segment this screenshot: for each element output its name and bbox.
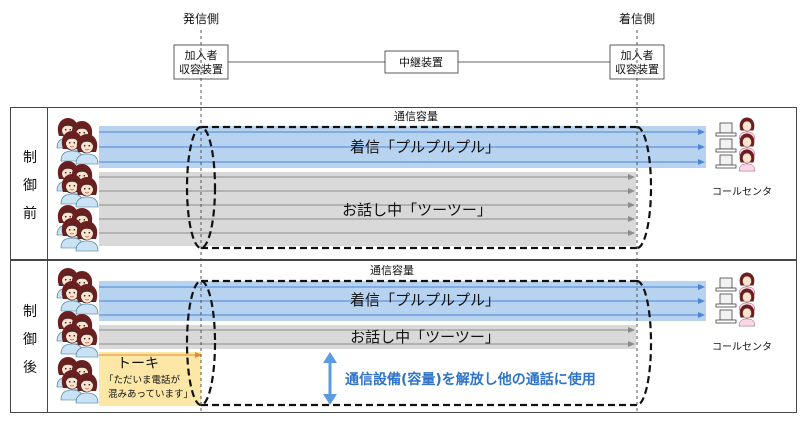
- busy-band-before: [99, 172, 636, 246]
- release-text: 通信設備(容量)を解放し他の通話に使用: [345, 371, 596, 388]
- after-panel: [10, 260, 797, 413]
- before-label-2: 御: [23, 178, 37, 194]
- capacity-label-before: 通信容量: [394, 109, 438, 123]
- relay-switch-label: 中継装置: [399, 55, 443, 69]
- after-label-2: 御: [23, 332, 37, 348]
- after-label-3: 後: [23, 360, 37, 376]
- capacity-label-after: 通信容量: [370, 263, 414, 277]
- callcenter-label-before: コールセンタ: [712, 186, 772, 198]
- busy-text-before: お話し中「ツーツー」: [342, 201, 492, 219]
- relay-switch: [384, 50, 459, 74]
- busy-band-after: [99, 325, 636, 349]
- double-arrow-icon: [323, 352, 337, 405]
- caller-group-before: [56, 117, 99, 252]
- before-label-3: 前: [23, 205, 37, 222]
- talkie-message-1: 「ただいま電話が: [104, 374, 181, 386]
- after-label-1: 制: [23, 304, 37, 320]
- busy-text-after: お話し中「ツーツー」: [350, 328, 500, 346]
- talkie-message-2: 混みあっています」: [108, 389, 193, 400]
- before-label-1: 制: [23, 150, 37, 166]
- before-panel: [10, 107, 797, 260]
- callcenter-label-after: コールセンタ: [712, 341, 772, 353]
- capacity-cylinder-after: [185, 279, 653, 407]
- talkie-title: トーキ: [117, 356, 159, 372]
- origin-side-label: 発信側: [183, 12, 219, 26]
- dest-side-label: 着信側: [619, 11, 655, 26]
- call-center-desk-icon: [715, 116, 756, 172]
- incoming-text-before: 着信「プルプルプル」: [350, 138, 500, 156]
- caller-group-after: [56, 267, 99, 404]
- talkie-box: [99, 352, 201, 406]
- incoming-text-after: 着信「プルプルプル」: [350, 291, 500, 309]
- call-center-desk-icon: [715, 271, 756, 327]
